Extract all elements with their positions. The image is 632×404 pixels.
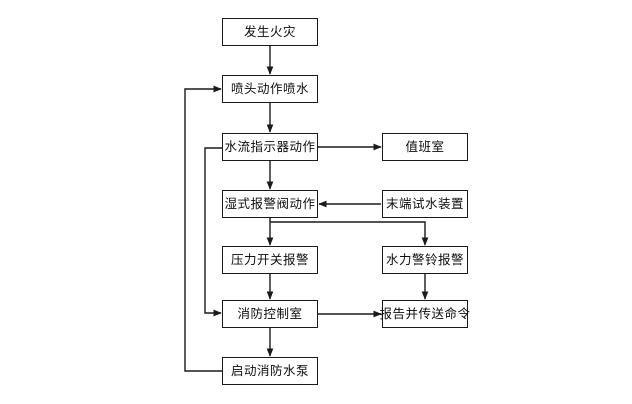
node-pressure-switch: 压力开关报警 [222, 246, 318, 274]
edge-valve-to-bell [270, 221, 429, 246]
node-end-test-device: 末端试水装置 [382, 190, 468, 218]
node-report-command: 报告并传送命令 [380, 300, 470, 328]
node-wet-alarm-valve: 湿式报警阀动作 [222, 190, 318, 218]
node-fire: 发生火灾 [222, 18, 318, 46]
node-sprinkler: 喷头动作喷水 [222, 75, 318, 103]
node-flow-indicator: 水流指示器动作 [222, 133, 318, 161]
node-control-room: 消防控制室 [222, 300, 318, 328]
node-duty-room: 值班室 [382, 133, 468, 161]
node-start-pump: 启动消防水泵 [222, 357, 318, 385]
edge-flow-feedback-to-control [204, 147, 222, 317]
edge-pump-feedback-to-sprinkler [184, 85, 222, 372]
node-water-bell: 水力警铃报警 [382, 246, 468, 274]
